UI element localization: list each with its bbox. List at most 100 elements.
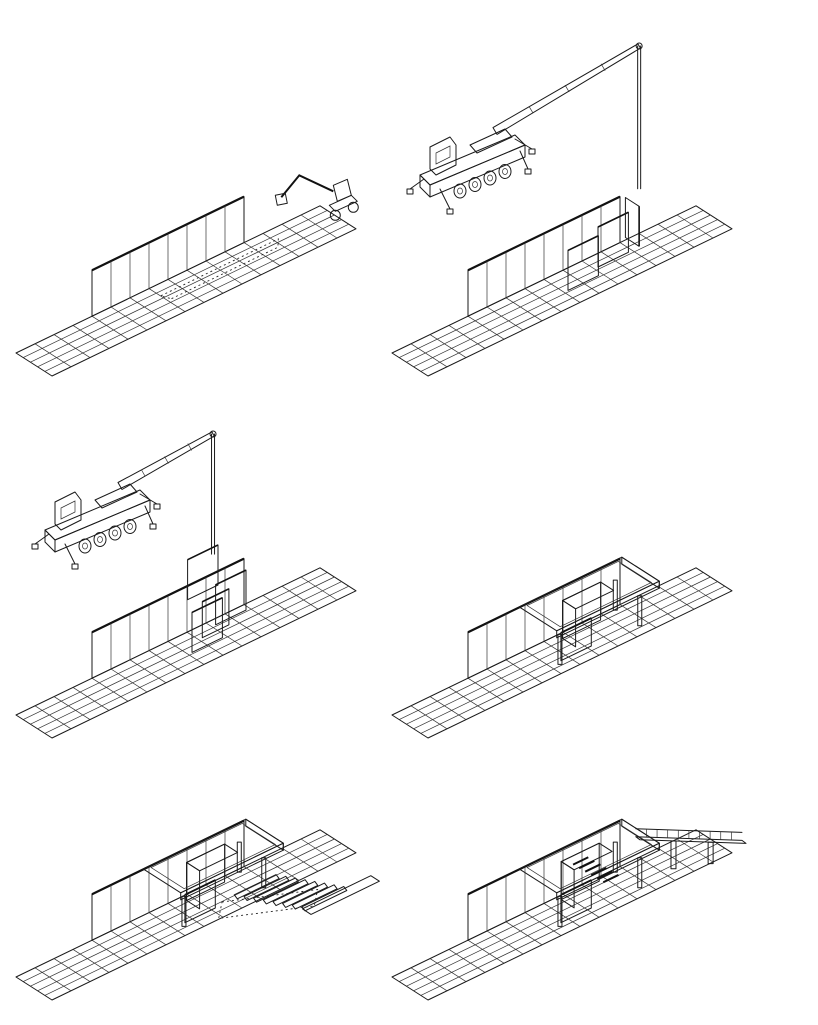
crane-hub [457, 187, 463, 195]
stair-tread [262, 879, 309, 905]
crane-pad [528, 148, 536, 155]
grid-line [581, 884, 619, 909]
step-panel-1 [15, 174, 359, 377]
boom-section [528, 106, 534, 114]
grid-line [281, 847, 319, 872]
crane-pad [153, 503, 161, 510]
crane-cab [54, 491, 82, 531]
grid-line [581, 622, 619, 647]
crane-outrigger [439, 188, 451, 210]
stair-tread [572, 856, 589, 866]
excavator-arm [280, 174, 334, 198]
excavator-wheel [329, 209, 341, 221]
grid-line [413, 843, 718, 992]
grid-line [34, 705, 72, 730]
grid-line [524, 288, 562, 312]
slab-parapet [150, 822, 277, 890]
crane-outrigger [34, 533, 50, 545]
crane-pad [71, 563, 79, 570]
grid-line [486, 306, 524, 331]
grid-line [410, 343, 448, 368]
stair-outline [218, 888, 319, 919]
crane-chassis-side [44, 529, 56, 553]
grid-line [410, 705, 448, 730]
boom-section [600, 63, 606, 71]
grid-line [281, 585, 319, 610]
crane-outrigger [409, 178, 425, 190]
ramp-deck [635, 836, 747, 844]
crane-cab [429, 136, 457, 176]
slab-top [518, 818, 660, 894]
panel-top-edge [191, 596, 223, 614]
grid-line [44, 585, 349, 734]
column [236, 841, 242, 873]
grid-line [37, 219, 342, 368]
grid-line [486, 668, 524, 693]
precast-panel [191, 597, 223, 653]
grid-line [72, 325, 110, 349]
grid-line [562, 893, 600, 918]
grid-line [399, 210, 704, 358]
column [261, 857, 267, 889]
mobile-crane [406, 42, 643, 215]
crane-cab-window [435, 145, 451, 165]
grid-line [505, 659, 543, 684]
grid-line [44, 223, 349, 372]
ramp-support [707, 841, 714, 865]
grid-line [37, 843, 342, 992]
slab-parapet [526, 560, 653, 628]
crane-pad [524, 168, 532, 175]
crane-pad [149, 523, 157, 530]
landing-slab [301, 875, 380, 915]
step-panel-2 [391, 42, 733, 377]
column [637, 595, 643, 627]
crane-chassis-side [429, 144, 526, 198]
step-panel-4 [391, 556, 733, 739]
shaft-wall [186, 862, 201, 910]
grid-line [37, 581, 342, 730]
grid-line [72, 949, 110, 973]
crane-chassis-side [54, 499, 151, 553]
ground-grid-outline [15, 829, 357, 1001]
grid-line [110, 668, 148, 693]
grid-line [413, 219, 718, 368]
grid-line [53, 958, 91, 982]
boom-sheave [635, 42, 643, 50]
ground-grid-outline [391, 829, 733, 1001]
boom-section [141, 469, 146, 477]
boom-section [164, 456, 169, 464]
grid-line [486, 930, 524, 955]
grid-line [44, 847, 349, 996]
precast-panel [624, 197, 640, 247]
grid-line [429, 696, 467, 720]
grid-line [224, 875, 262, 900]
column [612, 579, 618, 611]
crane-chassis-side [419, 174, 431, 198]
grid-line [600, 613, 638, 638]
grid-line [186, 631, 224, 656]
grid-line [243, 242, 281, 266]
grid-line [676, 838, 714, 863]
grid-line [399, 834, 704, 982]
grid-line [524, 912, 562, 936]
grid-line [167, 279, 205, 303]
panel-top-edge [215, 569, 247, 586]
stair-tread [291, 884, 338, 910]
stair-flight [233, 874, 348, 912]
step-panel-6 [391, 818, 747, 1001]
grid-line [657, 223, 695, 248]
crane-pad [446, 208, 454, 215]
grid-line [638, 233, 676, 257]
crane-pad [31, 543, 39, 550]
grid-line [420, 223, 725, 372]
crane-hub [82, 542, 88, 550]
ramp-support [670, 840, 677, 870]
stair-tread [282, 882, 328, 908]
crane-wheel [78, 538, 92, 554]
crane-hub [112, 529, 118, 537]
grid-line [562, 631, 600, 656]
excavator-cab [332, 178, 352, 202]
crane-turntable [469, 128, 513, 154]
grid-line [505, 297, 543, 322]
